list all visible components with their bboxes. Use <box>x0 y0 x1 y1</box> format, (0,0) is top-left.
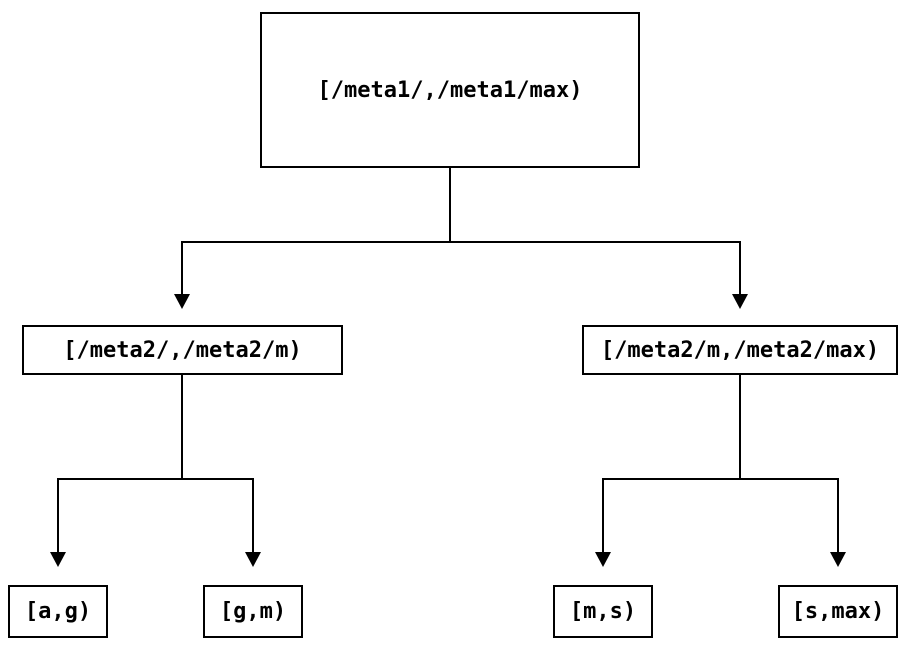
connector-left-subtree-crossbar <box>57 478 254 480</box>
connector-drop-to-leaf-g-m <box>252 478 254 552</box>
connector-level1-crossbar <box>181 241 741 243</box>
connector-drop-to-leaf-m-s <box>602 478 604 552</box>
tree-node-meta2-right: [/meta2/m,/meta2/max) <box>582 325 898 375</box>
arrowhead-to-leaf-s-max-icon <box>830 552 846 567</box>
connector-drop-to-leaf-a-g <box>57 478 59 552</box>
connector-meta2-right-stem <box>739 375 741 480</box>
tree-node-root: [/meta1/,/meta1/max) <box>260 12 640 168</box>
connector-drop-to-meta2-left <box>181 241 183 294</box>
arrowhead-to-leaf-g-m-icon <box>245 552 261 567</box>
tree-leaf-g-m: [g,m) <box>203 585 303 638</box>
tree-node-meta2-left: [/meta2/,/meta2/m) <box>22 325 343 375</box>
connector-drop-to-leaf-s-max <box>837 478 839 552</box>
connector-root-stem <box>449 168 451 242</box>
arrowhead-to-leaf-m-s-icon <box>595 552 611 567</box>
arrowhead-to-leaf-a-g-icon <box>50 552 66 567</box>
tree-leaf-m-s: [m,s) <box>553 585 653 638</box>
connector-drop-to-meta2-right <box>739 241 741 294</box>
tree-leaf-s-max: [s,max) <box>778 585 898 638</box>
arrowhead-to-meta2-left-icon <box>174 294 190 309</box>
connector-meta2-left-stem <box>181 375 183 480</box>
tree-leaf-a-g: [a,g) <box>8 585 108 638</box>
arrowhead-to-meta2-right-icon <box>732 294 748 309</box>
connector-right-subtree-crossbar <box>602 478 839 480</box>
